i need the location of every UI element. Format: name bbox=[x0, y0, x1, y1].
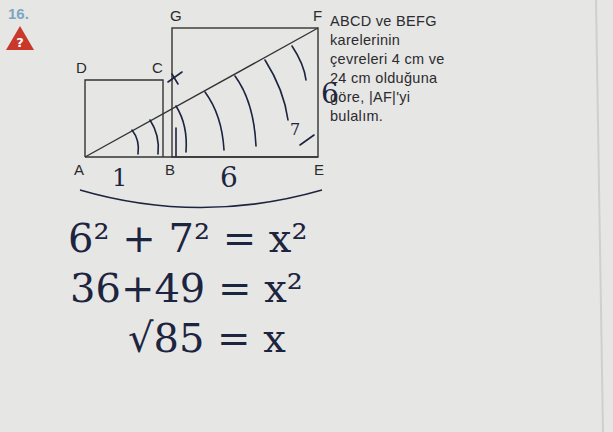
point-label: C bbox=[152, 60, 163, 75]
handwritten-equation: 6² + 7² = x² bbox=[68, 218, 307, 258]
handwritten-equation: √85 = x bbox=[128, 318, 286, 358]
point-label: B bbox=[165, 162, 175, 177]
big-square bbox=[172, 28, 318, 157]
small-square bbox=[85, 80, 163, 157]
point-label: G bbox=[170, 8, 182, 23]
hatching bbox=[132, 46, 314, 156]
bracket-arc bbox=[80, 190, 322, 208]
base-line bbox=[85, 156, 318, 157]
length-value: 6 bbox=[220, 164, 238, 192]
point-label: F bbox=[313, 8, 322, 23]
paper-edge bbox=[596, 0, 603, 432]
length-value: 7 bbox=[290, 122, 300, 138]
question-number: 16. bbox=[8, 6, 29, 21]
point-label: A bbox=[74, 162, 84, 177]
length-value: 1 bbox=[112, 166, 127, 190]
handwritten-equation: 36+49 = x² bbox=[70, 268, 303, 308]
diagonal-af bbox=[85, 28, 318, 157]
warning-mark: ? bbox=[16, 36, 24, 49]
point-label: E bbox=[314, 162, 324, 177]
problem-text: ABCD ve BEFG karelerinin çevreleri 4 cm … bbox=[330, 12, 448, 126]
point-label: D bbox=[76, 60, 87, 75]
warning-icon bbox=[6, 26, 34, 50]
